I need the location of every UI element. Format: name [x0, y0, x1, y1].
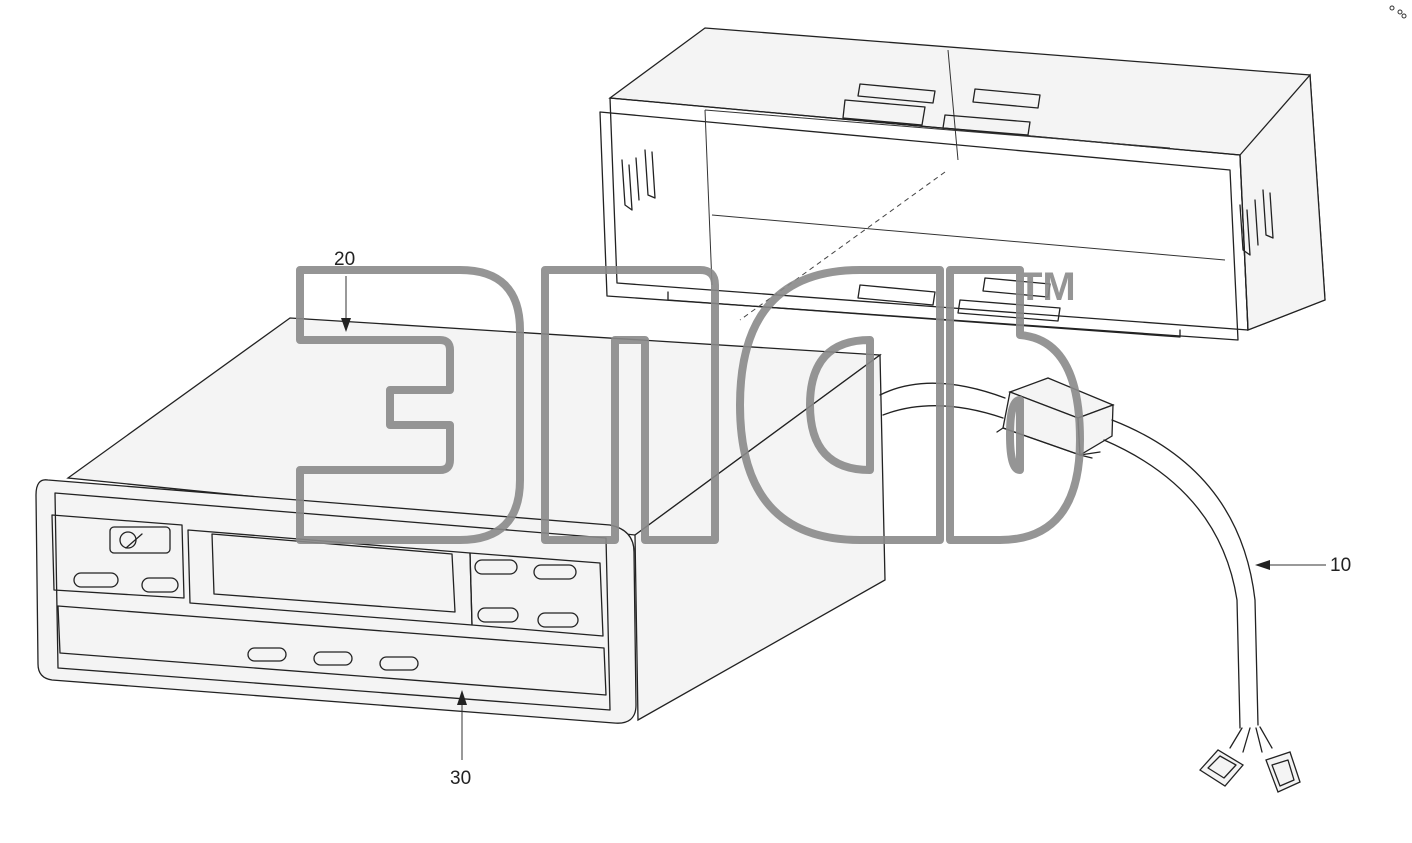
left-button-2[interactable] — [141, 577, 179, 593]
frame-clip-top-right — [942, 88, 1041, 136]
main-unit — [35, 317, 886, 724]
callout-10: 10 — [1255, 555, 1351, 576]
callout-label-10: 10 — [1330, 555, 1351, 576]
callout-30: 30 — [450, 690, 471, 789]
lower-panel — [57, 605, 607, 696]
card-slot-icon — [109, 526, 171, 554]
frame-spring-left — [621, 149, 656, 211]
right-button-2[interactable] — [533, 564, 577, 580]
lower-button-2[interactable] — [313, 651, 353, 666]
right-button-1[interactable] — [474, 559, 518, 575]
corner-mark-icon — [1389, 5, 1407, 19]
connector-plug-left — [1199, 726, 1273, 787]
left-button-1[interactable] — [73, 572, 119, 588]
right-panel — [469, 552, 604, 637]
watermark-logo: TM — [296, 265, 1084, 544]
callout-label-20: 20 — [334, 249, 355, 270]
left-panel — [51, 514, 185, 599]
frame-clip-bottom-right — [957, 277, 1061, 322]
right-button-4[interactable] — [537, 612, 579, 628]
frame-clip-top-left — [842, 83, 936, 126]
frame-spring-right — [1239, 189, 1274, 256]
callout-label-30: 30 — [450, 768, 471, 789]
right-button-3[interactable] — [477, 607, 519, 623]
lower-button-3[interactable] — [379, 656, 419, 671]
callout-20: 20 — [334, 249, 355, 332]
mounting-frame — [599, 27, 1326, 341]
lower-button-1[interactable] — [247, 647, 287, 662]
connector-plug-right — [1265, 751, 1301, 793]
frame-clip-bottom-left — [857, 284, 936, 306]
trademark-mark: TM — [1018, 265, 1076, 309]
